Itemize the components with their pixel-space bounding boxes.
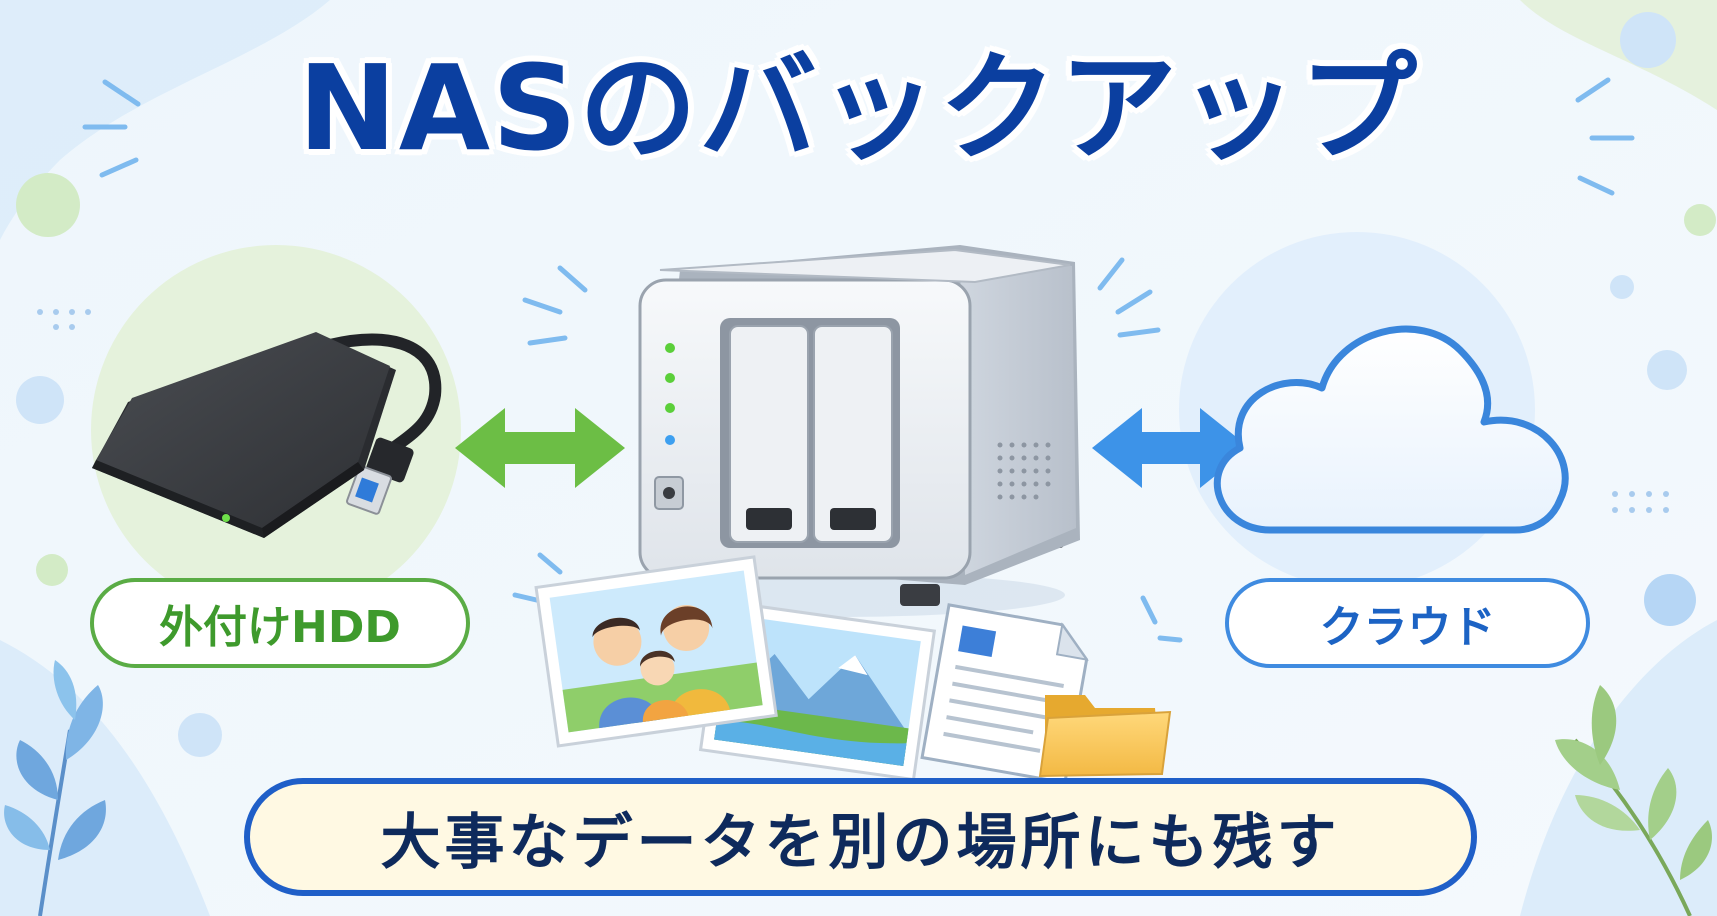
cloud-icon <box>1213 325 1569 534</box>
folder-icon <box>1038 695 1172 778</box>
sync-arrow-hdd <box>455 408 625 488</box>
tagline: 大事なデータを別の場所にも残す <box>244 778 1477 896</box>
decor-dots <box>16 12 1716 757</box>
corner-wave-top-left <box>0 0 330 240</box>
sync-arrow-cloud <box>1092 408 1250 488</box>
photo-sparkles <box>512 552 1183 643</box>
cloud-label: クラウド <box>1225 578 1590 668</box>
external-hdd-label: 外付けHDD <box>90 578 470 668</box>
nas-sparkles <box>522 257 1161 346</box>
page-title: NASのバックアップ <box>297 39 1420 177</box>
nas-icon <box>605 245 1080 617</box>
corner-wave-bottom-right <box>1520 620 1717 916</box>
leaf-icon-right <box>1555 685 1712 916</box>
family-photo-icon <box>534 555 778 748</box>
external-hdd-icon <box>92 332 442 538</box>
title-sparkles <box>82 77 1635 196</box>
leaf-icon <box>4 660 106 916</box>
